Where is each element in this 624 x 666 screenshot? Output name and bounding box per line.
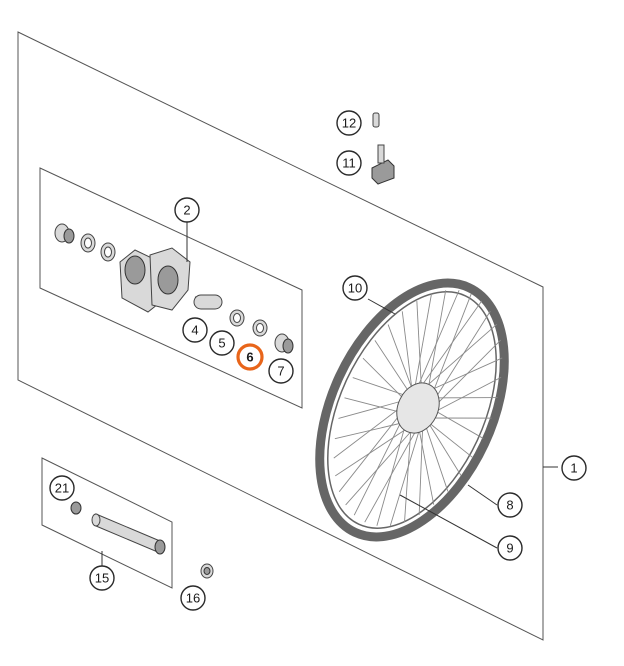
svg-text:8: 8 <box>506 498 513 513</box>
callout-9[interactable]: 9 <box>497 535 523 561</box>
svg-text:15: 15 <box>95 571 109 586</box>
callout-16[interactable]: 16 <box>180 585 206 611</box>
svg-text:5: 5 <box>218 336 225 351</box>
spoke <box>389 417 424 526</box>
svg-text:21: 21 <box>55 481 69 496</box>
svg-text:12: 12 <box>342 116 356 131</box>
callout-8[interactable]: 8 <box>497 492 523 518</box>
wheel <box>315 278 509 542</box>
rim-inner <box>327 291 497 529</box>
ring-left-hole <box>104 246 112 258</box>
spoke <box>412 293 432 399</box>
assembly-frame-axle <box>41 457 173 589</box>
spacer <box>193 294 223 310</box>
svg-text:4: 4 <box>191 323 198 338</box>
svg-text:6: 6 <box>246 350 253 365</box>
valve-stem <box>377 144 385 164</box>
hub-center <box>157 265 179 295</box>
callout-6[interactable]: 6 <box>236 343 264 371</box>
callout-21[interactable]: 21 <box>49 475 75 501</box>
valve-body <box>371 159 395 185</box>
callout-2[interactable]: 2 <box>174 197 200 223</box>
spoke <box>412 290 460 399</box>
callout-4[interactable]: 4 <box>182 317 208 343</box>
spoke <box>412 300 483 399</box>
axle-parts <box>70 501 214 579</box>
callout-11[interactable]: 11 <box>336 150 362 176</box>
rim-outer <box>315 278 509 542</box>
hub-body-end <box>124 255 146 285</box>
callout-10[interactable]: 10 <box>342 275 368 301</box>
bearing-left-inner <box>63 228 75 244</box>
callout-7[interactable]: 7 <box>268 358 294 384</box>
svg-text:2: 2 <box>183 203 190 218</box>
svg-text:1: 1 <box>570 461 577 476</box>
leader-lines <box>101 222 558 566</box>
svg-text:16: 16 <box>186 591 200 606</box>
callout-1[interactable]: 1 <box>561 455 587 481</box>
seal-left-hole <box>84 237 92 249</box>
callout-5[interactable]: 5 <box>209 330 235 356</box>
axle-nut <box>70 501 82 515</box>
spoke <box>418 417 424 516</box>
svg-text:9: 9 <box>506 541 513 556</box>
spoke <box>364 417 424 523</box>
wheel-hub <box>396 382 440 434</box>
axle-shaft <box>95 513 161 554</box>
callout-12[interactable]: 12 <box>336 110 362 136</box>
assembly-frame-hub <box>39 167 303 409</box>
spoke <box>401 311 414 399</box>
callout-15[interactable]: 15 <box>89 565 115 591</box>
svg-text:11: 11 <box>342 156 356 171</box>
svg-text:10: 10 <box>348 281 362 296</box>
spoke <box>422 417 449 492</box>
svg-text:7: 7 <box>277 364 284 379</box>
valve-cap <box>372 112 380 128</box>
valve-parts <box>371 112 395 185</box>
spoke <box>374 340 414 399</box>
hub-parts <box>54 223 294 354</box>
assembly-frame-main <box>17 31 544 641</box>
